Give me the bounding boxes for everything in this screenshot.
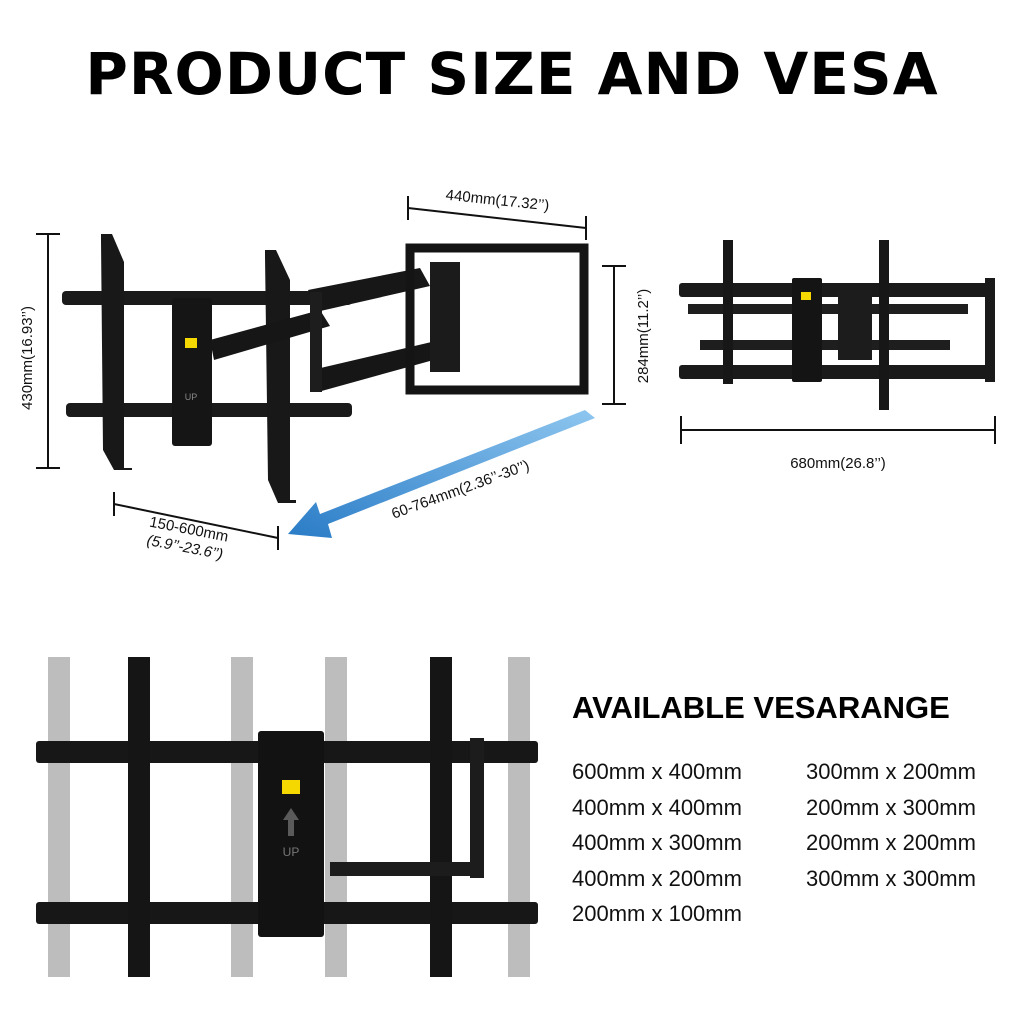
vesa-arm-black-2 bbox=[430, 657, 452, 977]
vesa-item: 600mm x 400mm bbox=[572, 759, 742, 784]
dim-plate-height: 284mm(11.2’’) bbox=[635, 289, 652, 383]
vesa-list-b: 300mm x 200mm 200mm x 300mm 200mm x 200m… bbox=[806, 754, 976, 896]
vesa-item: 200mm x 100mm bbox=[572, 901, 742, 926]
dim-top-width: 440mm(17.32’’) bbox=[445, 187, 550, 215]
extended-mount: UP bbox=[62, 234, 589, 503]
arm-link-1 bbox=[210, 310, 330, 360]
page-title: PRODUCT SIZE AND VESA bbox=[85, 40, 939, 108]
vesa-arm-right bbox=[265, 250, 296, 503]
brand-badge bbox=[185, 338, 197, 348]
up-arrow-icon bbox=[283, 808, 299, 836]
ghost-arm-2 bbox=[231, 657, 253, 977]
tv-plate-pivot bbox=[430, 262, 460, 372]
vesa-arm-left bbox=[101, 234, 132, 470]
wall-plate bbox=[172, 298, 212, 446]
vesa-heading: AVAILABLE VESARANGE bbox=[572, 690, 950, 725]
vesa-item: 400mm x 200mm bbox=[572, 865, 742, 891]
ghost-arm-1 bbox=[48, 657, 70, 977]
vesa-brand-badge bbox=[282, 780, 300, 794]
dim-folded-width: 680mm(26.8’’) bbox=[790, 455, 886, 472]
folded-mount bbox=[679, 240, 995, 410]
arm-link-3 bbox=[312, 340, 448, 392]
vesa-bracket: UP bbox=[36, 657, 538, 977]
vesa-up-label: UP bbox=[283, 845, 300, 859]
tv-plate-frame bbox=[405, 243, 589, 395]
ghost-arm-4 bbox=[508, 657, 530, 977]
plate-up-label: UP bbox=[185, 392, 198, 402]
vesa-item: 300mm x 300mm bbox=[806, 865, 976, 891]
vesa-item: 400mm x 300mm bbox=[572, 830, 742, 855]
vesa-item: 400mm x 400mm bbox=[572, 794, 742, 820]
ghost-arm-3 bbox=[325, 657, 347, 977]
dimension-lines bbox=[36, 196, 996, 550]
extension-arrow bbox=[288, 410, 595, 538]
vesa-arm-black-1 bbox=[128, 657, 150, 977]
vesa-item: 200mm x 200mm bbox=[806, 830, 976, 855]
dim-left-height: 430mm(16.93’’) bbox=[19, 306, 36, 410]
vesa-item: 200mm x 300mm bbox=[806, 794, 976, 820]
vesa-list-a: 600mm x 400mm 400mm x 400mm 400mm x 300m… bbox=[572, 754, 742, 932]
arm-link-2 bbox=[308, 268, 430, 312]
arm-hinge bbox=[310, 292, 322, 392]
vesa-item: 300mm x 200mm bbox=[806, 759, 976, 784]
